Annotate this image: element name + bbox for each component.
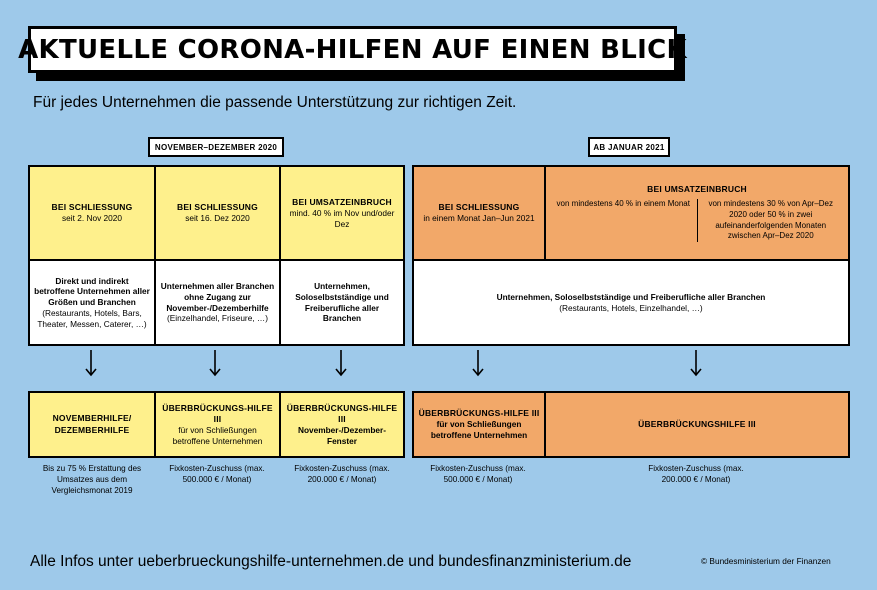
arrow-down-icon [335, 350, 347, 377]
condition-detail: seit 2. Nov 2020 [62, 213, 122, 224]
eligibility-cell: Unternehmen, Soloselbstständige und Frei… [279, 259, 403, 344]
revenue-option-a: von mindestens 40 % in einem Monat [556, 198, 690, 208]
program-detail: für von Schließungen betroffene Unterneh… [172, 424, 263, 446]
eligibility-cell: Unternehmen aller Branchen ohne Zugang z… [154, 259, 279, 344]
program-bridging-aid-closure: ÜBERBRÜCKUNGS-HILFE III für von Schließu… [154, 393, 279, 456]
footer-links: Alle Infos unter ueberbrueckungshilfe-un… [30, 553, 632, 570]
condition-revenue-drop: BEI UMSATZEINBRUCH mind. 40 % im Nov und… [279, 167, 403, 259]
page-title: AKTUELLE CORONA-HILFEN AUF EINEN BLICK [18, 26, 687, 73]
program-note: Fixkosten-Zuschuss (max. 500.000 € / Mon… [430, 464, 526, 485]
eligibility-cell: Direkt und indirekt betroffene Unternehm… [30, 259, 154, 344]
program-note: Fixkosten-Zuschuss (max. 200.000 € / Mon… [648, 464, 744, 485]
left-condition-grid: BEI SCHLIESSUNG seit 2. Nov 2020 BEI SCH… [28, 165, 405, 346]
program-bridging-aid-window: ÜBERBRÜCKUNGS-HILFE III November-/Dezemb… [279, 393, 403, 456]
left-program-grid: NOVEMBERHILFE/ DEZEMBERHILFE ÜBERBRÜCKUN… [28, 391, 405, 458]
condition-revenue-2021: BEI UMSATZEINBRUCH von mindestens 40 % i… [544, 167, 848, 259]
condition-detail: seit 16. Dez 2020 [185, 213, 250, 224]
arrow-down-icon [85, 350, 97, 377]
condition-title: BEI SCHLIESSUNG [438, 202, 520, 213]
condition-title: BEI UMSATZEINBRUCH [647, 183, 747, 194]
right-program-grid: ÜBERBRÜCKUNGS-HILFE III für von Schließu… [412, 391, 850, 458]
period-label-nov-dez: NOVEMBER–DEZEMBER 2020 [148, 137, 284, 157]
arrow-down-icon [472, 350, 484, 377]
eligibility-bold: Unternehmen aller Branchen ohne Zugang z… [160, 280, 275, 313]
condition-detail: mind. 40 % im Nov und/oder Dez [289, 207, 395, 229]
eligibility-normal: (Einzelhandel, Friseure, …) [167, 313, 268, 324]
eligibility-bold: Unternehmen, Soloselbstständige und Frei… [295, 280, 389, 324]
copyright: © Bundesministerium der Finanzen [701, 556, 831, 566]
revenue-option-b: von mindestens 30 % von Apr–Dez 2020 ode… [696, 198, 845, 243]
program-note: Fixkosten-Zuschuss (max. 200.000 € / Mon… [294, 464, 390, 485]
program-detail: November-/Dezember-Fenster [297, 424, 387, 446]
program-title: ÜBERBRÜCKUNGS-HILFE III [418, 408, 540, 419]
program-bridging-aid-closure-2021: ÜBERBRÜCKUNGS-HILFE III für von Schließu… [414, 393, 544, 456]
program-note: Fixkosten-Zuschuss (max. 500.000 € / Mon… [169, 464, 265, 485]
condition-closure-2021: BEI SCHLIESSUNG in einem Monat Jan–Jun 2… [414, 167, 544, 259]
condition-closure-dec: BEI SCHLIESSUNG seit 16. Dez 2020 [154, 167, 279, 259]
program-title: ÜBERBRÜCKUNGS-HILFE III [286, 402, 398, 424]
right-condition-grid: BEI SCHLIESSUNG in einem Monat Jan–Jun 2… [412, 165, 850, 346]
program-title: ÜBERBRÜCKUNGS-HILFE III [162, 402, 273, 424]
subtitle: Für jedes Unternehmen die passende Unter… [33, 94, 517, 111]
eligibility-normal: (Restaurants, Hotels, Bars, Theater, Mes… [37, 307, 147, 329]
eligibility-normal: (Restaurants, Hotels, Einzelhandel, …) [559, 302, 703, 313]
arrow-down-icon [690, 350, 702, 377]
period-label-jan: AB JANUAR 2021 [588, 137, 670, 157]
eligibility-cell: Unternehmen, Soloselbstständige und Frei… [414, 259, 848, 344]
condition-closure-nov: BEI SCHLIESSUNG seit 2. Nov 2020 [30, 167, 154, 259]
program-note: Bis zu 75 % Erstattung des Umsatzes aus … [42, 464, 142, 496]
program-title: ÜBERBRÜCKUNGSHILFE III [638, 418, 756, 429]
condition-title: BEI SCHLIESSUNG [177, 202, 258, 213]
revenue-options: von mindestens 40 % in einem Monat von m… [550, 198, 845, 243]
eligibility-bold: Direkt und indirekt betroffene Unternehm… [34, 275, 150, 308]
condition-title: BEI UMSATZEINBRUCH [292, 196, 392, 207]
condition-title: BEI SCHLIESSUNG [51, 202, 133, 213]
eligibility-bold: Unternehmen, Soloselbstständige und Frei… [496, 291, 766, 302]
condition-detail: in einem Monat Jan–Jun 2021 [423, 213, 535, 224]
program-title: NOVEMBERHILFE/ DEZEMBERHILFE [52, 413, 132, 435]
arrow-down-icon [209, 350, 221, 377]
program-november-december-aid: NOVEMBERHILFE/ DEZEMBERHILFE [30, 393, 154, 456]
program-detail: für von Schließungen betroffene Unterneh… [430, 419, 528, 441]
program-bridging-aid-2021: ÜBERBRÜCKUNGSHILFE III [544, 393, 848, 456]
